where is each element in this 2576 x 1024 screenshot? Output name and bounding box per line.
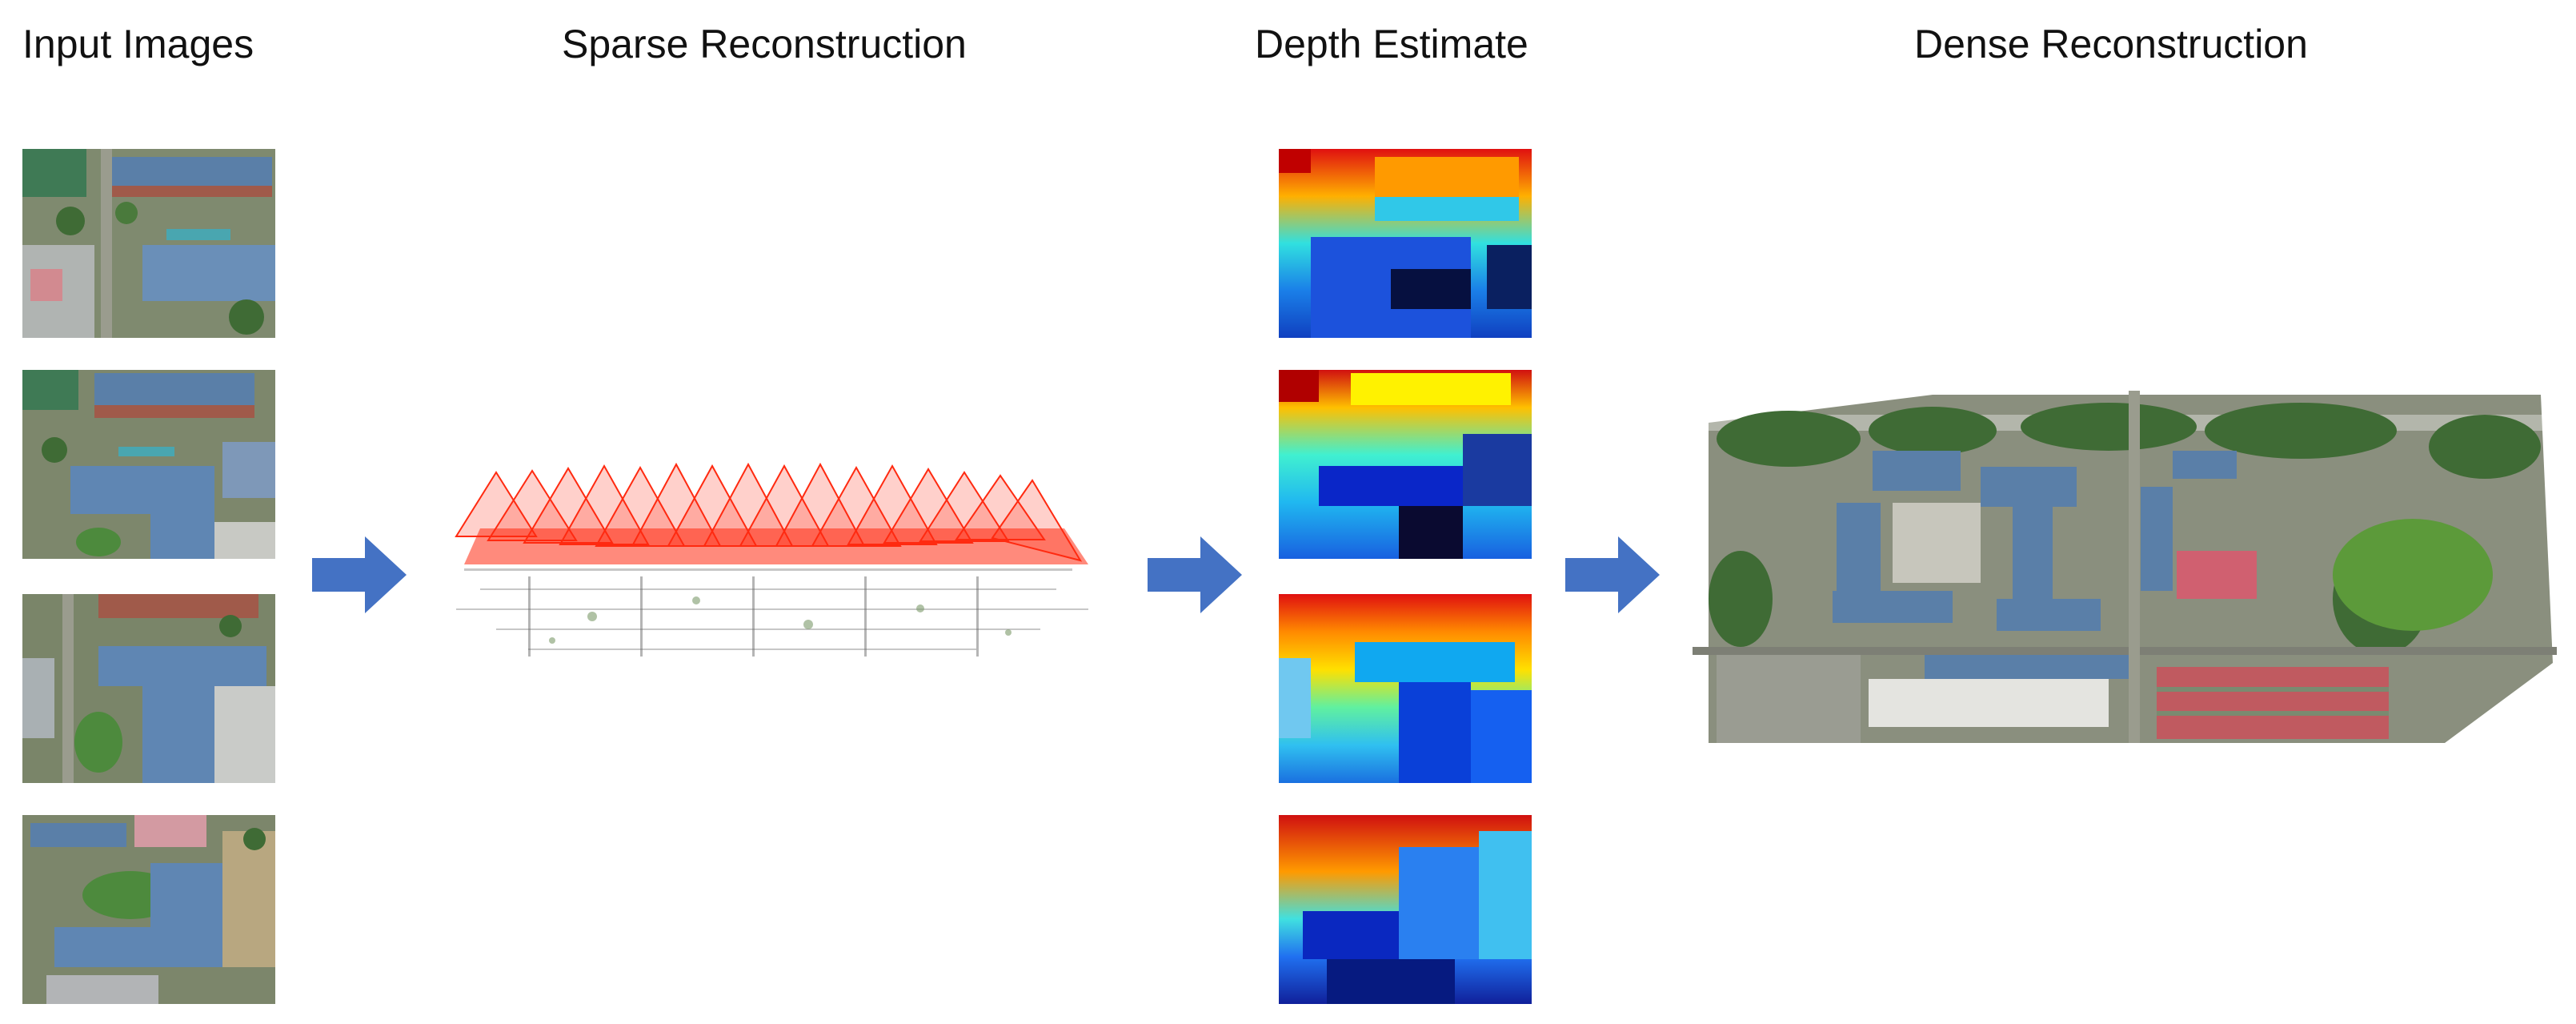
dense-reconstruction-title: Dense Reconstruction bbox=[1914, 22, 2308, 66]
input-image bbox=[22, 370, 275, 559]
sparse-reconstruction-view bbox=[432, 456, 1112, 697]
arrow-right-icon bbox=[1148, 536, 1242, 613]
depth-map bbox=[1279, 594, 1532, 783]
dense-reconstruction-view bbox=[1693, 391, 2557, 763]
depth-estimate-title: Depth Estimate bbox=[1255, 22, 1528, 66]
input-images-title: Input Images bbox=[22, 22, 254, 66]
input-image bbox=[22, 594, 275, 783]
arrow-right-icon bbox=[1565, 536, 1660, 613]
depth-map bbox=[1279, 370, 1532, 559]
depth-map bbox=[1279, 815, 1532, 1004]
depth-map bbox=[1279, 149, 1532, 338]
input-image bbox=[22, 149, 275, 338]
sparse-reconstruction-title: Sparse Reconstruction bbox=[562, 22, 967, 66]
arrow-right-icon bbox=[312, 536, 407, 613]
input-image bbox=[22, 815, 275, 1004]
